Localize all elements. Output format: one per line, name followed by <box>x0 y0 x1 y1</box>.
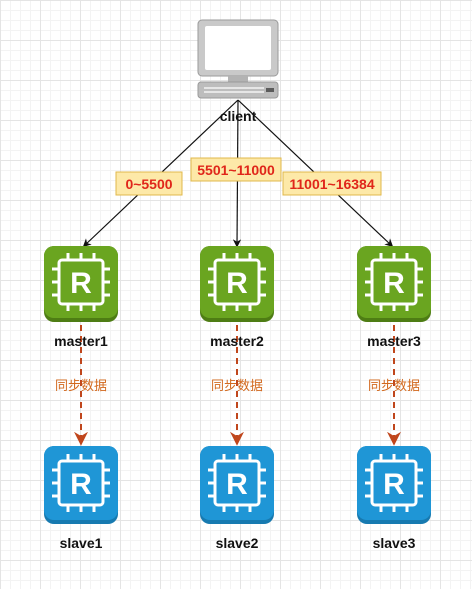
redis-chip-icon: R <box>357 446 431 524</box>
master1-node: R <box>44 246 118 322</box>
sync-label-3: 同步数据 <box>368 379 420 394</box>
slave1-label: slave1 <box>60 535 103 551</box>
redis-chip-icon: R <box>200 246 274 322</box>
range-label-1: 0~5500 <box>115 171 183 196</box>
slave1-chip-letter: R <box>70 468 92 501</box>
redis-chip-icon: R <box>357 246 431 322</box>
master3-label: master3 <box>367 333 421 349</box>
range-label-2: 5501~11000 <box>190 157 282 182</box>
redis-chip-icon: R <box>200 446 274 524</box>
master1-chip-letter: R <box>70 267 92 300</box>
master3-node: R <box>357 246 431 322</box>
master1-label: master1 <box>54 333 108 349</box>
sync-label-1: 同步数据 <box>55 379 107 394</box>
range-label-3: 11001~16384 <box>282 171 382 196</box>
range-text-3: 11001~16384 <box>289 176 374 192</box>
range-text-2: 5501~11000 <box>197 162 275 178</box>
master2-chip-letter: R <box>226 267 248 300</box>
computer-icon <box>197 19 279 99</box>
master2-label: master2 <box>210 333 264 349</box>
slave3-label: slave3 <box>373 535 416 551</box>
redis-chip-icon: R <box>44 446 118 524</box>
range-text-1: 0~5500 <box>125 176 172 192</box>
sync-label-2: 同步数据 <box>211 379 263 394</box>
master3-chip-letter: R <box>383 267 405 300</box>
slave3-node: R <box>357 446 431 524</box>
client-label: client <box>220 108 257 124</box>
redis-chip-icon: R <box>44 246 118 322</box>
slave2-node: R <box>200 446 274 524</box>
master2-node: R <box>200 246 274 322</box>
slave2-label: slave2 <box>216 535 259 551</box>
slave1-node: R <box>44 446 118 524</box>
slave2-chip-letter: R <box>226 468 248 501</box>
slave3-chip-letter: R <box>383 468 405 501</box>
